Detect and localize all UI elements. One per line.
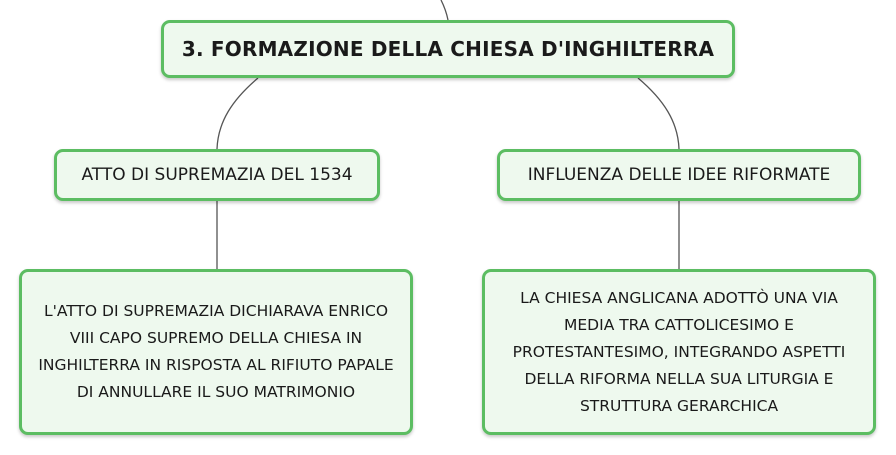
branch-label: ATTO DI SUPREMAZIA DEL 1534: [81, 165, 353, 185]
branch-node-influenza-idee-riformate[interactable]: INFLUENZA DELLE IDEE RIFORMATE: [497, 149, 861, 201]
connector-root-to-right-branch: [637, 77, 680, 150]
branch-node-atto-di-supremazia[interactable]: ATTO DI SUPREMAZIA DEL 1534: [54, 149, 380, 201]
connector-parent-to-root: [440, 0, 449, 21]
detail-text: L'ATTO DI SUPREMAZIA DICHIARAVA ENRICO V…: [38, 302, 394, 401]
root-topic-label: 3. FORMAZIONE DELLA CHIESA D'INGHILTERRA: [181, 37, 715, 61]
connector-root-to-left-branch: [216, 77, 259, 150]
detail-node-atto-di-supremazia[interactable]: L'ATTO DI SUPREMAZIA DICHIARAVA ENRICO V…: [19, 269, 413, 435]
detail-node-influenza-idee-riformate[interactable]: LA CHIESA ANGLICANA ADOTTÒ UNA VIA MEDIA…: [482, 269, 876, 435]
detail-text: LA CHIESA ANGLICANA ADOTTÒ UNA VIA MEDIA…: [512, 288, 846, 415]
branch-label: INFLUENZA DELLE IDEE RIFORMATE: [527, 165, 831, 185]
root-topic-node[interactable]: 3. FORMAZIONE DELLA CHIESA D'INGHILTERRA: [161, 20, 735, 78]
